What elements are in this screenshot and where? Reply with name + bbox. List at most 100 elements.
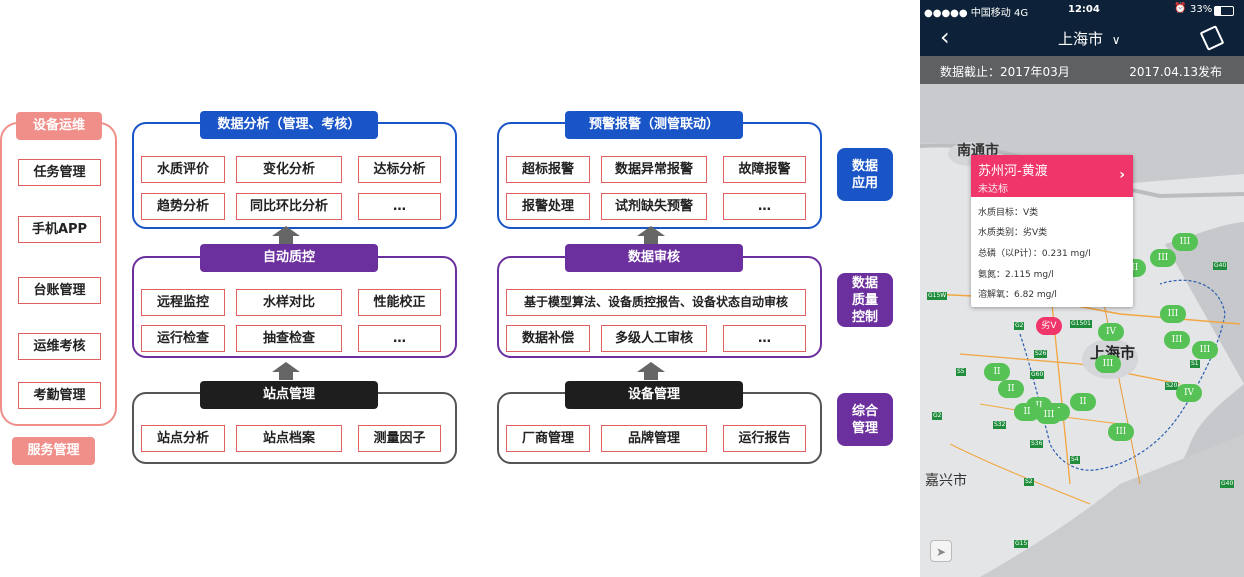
data-review-cell: …	[723, 325, 806, 352]
data-review-wide-cell: 基于模型算法、设备质控报告、设备状态自动审核	[506, 289, 806, 316]
road-label: G15W	[927, 292, 948, 300]
road-label: S1	[1190, 360, 1200, 368]
map-marker[interactable]: III	[1036, 406, 1062, 424]
data-cutoff-label: 数据截止：2017年03月	[940, 65, 1070, 79]
alarm-cell: 数据异常报警	[601, 156, 707, 183]
battery-icon	[1214, 6, 1234, 16]
up-arrow-icon	[637, 362, 665, 380]
up-arrow-icon	[272, 362, 300, 380]
left-item-ledger: 台账管理	[18, 277, 101, 304]
map-marker[interactable]: III	[1160, 305, 1186, 323]
road-label: S26	[1034, 350, 1048, 358]
road-label: G2	[1014, 322, 1025, 330]
publish-date-label: 2017.04.13发布	[1129, 65, 1222, 79]
chevron-down-icon: ∨	[1111, 33, 1121, 47]
device-title: 设备管理	[565, 381, 743, 409]
device-ops-title: 设备运维	[16, 112, 102, 140]
map-marker[interactable]: III	[1164, 331, 1190, 349]
map-background	[920, 84, 1244, 577]
status-bar: ●●●●● 中国移动 4G 12:04 ⏰ 33%	[920, 0, 1244, 20]
battery-label: 33%	[1190, 4, 1213, 15]
auto-qc-cell: …	[358, 325, 441, 352]
nav-title: 上海市	[1058, 30, 1104, 48]
alarm-cell: …	[723, 193, 806, 220]
service-mgmt-label: 服务管理	[12, 437, 95, 465]
station-cell: 测量因子	[358, 425, 441, 452]
map-marker[interactable]: III	[1150, 249, 1176, 267]
carrier-label: ●●●●● 中国移动 4G	[924, 8, 1029, 19]
side-label-data-application: 数据 应用	[837, 148, 893, 201]
device-cell: 厂商管理	[506, 425, 590, 452]
road-label: G2	[932, 412, 943, 420]
data-review-cell: 多级人工审核	[601, 325, 707, 352]
road-label: S5	[956, 368, 966, 376]
up-arrow-icon	[272, 226, 300, 244]
popup-row: 水质目标：V类	[978, 208, 1039, 218]
road-label: S32	[993, 421, 1007, 429]
phone-screenshot: G40 G15W G2 S5 S26 G60 S32 S36 S4 S1 S20…	[920, 0, 1244, 577]
analysis-cell: 趋势分析	[141, 193, 225, 220]
road-label: G40	[1220, 480, 1235, 488]
road-label: G60	[1030, 371, 1045, 379]
map-marker[interactable]: IV	[1176, 384, 1202, 402]
left-item-attendance: 考勤管理	[18, 382, 101, 409]
popup-status: 未达标	[978, 184, 1008, 195]
map-marker[interactable]: III	[1192, 341, 1218, 359]
map-marker[interactable]: III	[1172, 233, 1198, 251]
device-cell: 运行报告	[723, 425, 806, 452]
analysis-title: 数据分析（管理、考核）	[200, 111, 378, 139]
city-selector[interactable]: 上海市 ∨	[1058, 28, 1121, 49]
popup-row: 溶解氧：6.82 mg/l	[978, 290, 1057, 300]
status-time: 12:04	[1068, 4, 1100, 15]
alarm-cell: 试剂缺失预警	[601, 193, 707, 220]
map-marker[interactable]: III	[1095, 355, 1121, 373]
auto-qc-cell: 抽查检查	[236, 325, 342, 352]
alarm-cell: 故障报警	[723, 156, 806, 183]
data-info-bar: 数据截止：2017年03月 2017.04.13发布	[920, 56, 1244, 84]
alarm-title: 预警报警（测管联动）	[565, 111, 743, 139]
popup-title: 苏州河-黄渡	[978, 164, 1048, 179]
map-marker[interactable]: II	[1014, 403, 1040, 421]
report-icon[interactable]	[1199, 25, 1225, 51]
popup-header[interactable]: 苏州河-黄渡 未达标 ›	[971, 155, 1133, 197]
map-marker[interactable]: II	[1070, 393, 1096, 411]
back-arrow-icon[interactable]: ‹	[940, 23, 950, 51]
auto-qc-cell: 性能校正	[358, 289, 441, 316]
side-label-data-quality: 数据 质量 控制	[837, 273, 893, 327]
left-item-task: 任务管理	[18, 159, 101, 186]
analysis-cell: 同比环比分析	[236, 193, 342, 220]
map-label-jiaxing: 嘉兴市	[925, 473, 967, 489]
map-marker[interactable]: II	[998, 380, 1024, 398]
popup-row: 水质类别：劣V类	[978, 228, 1048, 238]
map-marker[interactable]: II	[984, 363, 1010, 381]
road-label: G15	[1014, 540, 1029, 548]
device-cell: 品牌管理	[601, 425, 707, 452]
map-marker[interactable]: III	[1108, 423, 1134, 441]
left-item-app: 手机APP	[18, 216, 101, 243]
road-label: S2	[1024, 478, 1034, 486]
station-cell: 站点分析	[141, 425, 225, 452]
auto-qc-cell: 远程监控	[141, 289, 225, 316]
analysis-cell: 达标分析	[358, 156, 441, 183]
auto-qc-title: 自动质控	[200, 244, 378, 272]
up-arrow-icon	[637, 226, 665, 244]
popup-row: 总磷（以P计）：0.231 mg/l	[978, 249, 1091, 259]
station-cell: 站点档案	[236, 425, 342, 452]
road-label: S4	[1070, 456, 1080, 464]
road-label: G1501	[1070, 320, 1092, 328]
alarm-icon: ⏰	[1174, 3, 1187, 14]
analysis-cell: 水质评价	[141, 156, 225, 183]
side-label-general-mgmt: 综合 管理	[837, 393, 893, 446]
analysis-cell: …	[358, 193, 441, 220]
station-popup[interactable]: 苏州河-黄渡 未达标 › 水质目标：V类 水质类别：劣V类 总磷（以P计）：0.…	[971, 155, 1133, 307]
data-review-cell: 数据补偿	[506, 325, 590, 352]
selected-map-marker[interactable]: 劣V	[1036, 317, 1062, 335]
station-title: 站点管理	[200, 381, 378, 409]
map-marker[interactable]: IV	[1098, 323, 1124, 341]
road-label: S36	[1030, 440, 1044, 448]
locate-icon[interactable]: ➤	[930, 540, 952, 562]
chevron-right-icon[interactable]: ›	[1119, 167, 1125, 183]
analysis-cell: 变化分析	[236, 156, 342, 183]
auto-qc-cell: 运行检查	[141, 325, 225, 352]
road-label: S20	[1165, 382, 1179, 390]
